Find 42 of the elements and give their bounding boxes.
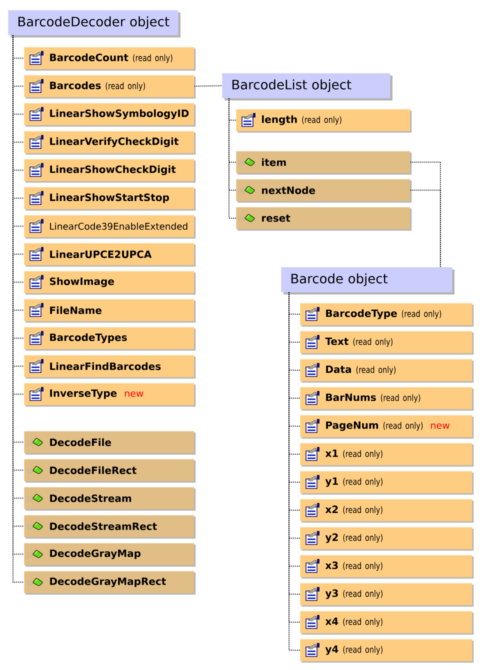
method-box: DecodeFile [24,431,196,455]
property-box: x1 (read only) [300,443,474,467]
property-box: x4 (read only) [300,611,474,635]
property-box: LinearShowCheckDigit [24,159,196,183]
method-box: reset [236,207,412,231]
property-box: ShowImage [24,271,196,295]
property-box: BarcodeTypes [24,327,196,351]
property-box: LinearShowStartStop [24,187,196,211]
property-box: BarNums (read only) [300,387,474,411]
method-box: DecodeGrayMapRect [24,571,196,595]
property-box: LinearCode39EnableExtended [24,215,196,239]
property-box: y2 (read only) [300,527,474,551]
property-box: Text (read only) [300,331,474,355]
property-box: PageNum (read only) new [300,415,474,439]
property-box: LinearUPCE2UPCA [24,243,196,267]
property-box: Barcodes (read only) [24,75,196,99]
property-box: InverseType new [24,383,196,407]
method-box: item [236,151,412,175]
property-box: Data (read only) [300,359,474,383]
method-box: DecodeStreamRect [24,515,196,539]
property-box: LinearVerifyCheckDigit [24,131,196,155]
property-box: LinearFindBarcodes [24,355,196,379]
method-box: DecodeFileRect [24,459,196,483]
object-header-box: Barcode object [281,267,454,294]
property-box: x2 (read only) [300,499,474,523]
property-box: x3 (read only) [300,555,474,579]
connector-line [228,98,236,219]
object-header-box: BarcodeList object [222,73,392,100]
connector-line [194,85,222,87]
object-header-box: BarcodeDecoder object [8,10,180,38]
property-box: y4 (read only) [300,639,474,663]
property-box: FileName [24,299,196,323]
property-box: BarcodeType (read only) [300,303,474,327]
connector-line [410,190,441,268]
property-box: length (read only) [236,109,412,133]
method-box: nextNode [236,179,412,203]
property-box: BarcodeCount (read only) [24,47,196,71]
property-box: y3 (read only) [300,583,474,607]
method-box: DecodeStream [24,487,196,511]
property-box: y1 (read only) [300,471,474,495]
property-box: LinearShowSymbologyID [24,103,196,127]
method-box: DecodeGrayMap [24,543,196,567]
